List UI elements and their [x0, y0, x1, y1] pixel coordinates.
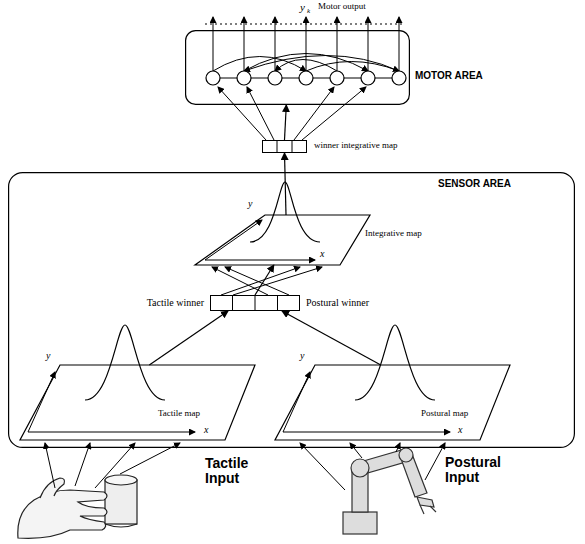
area-box-outline: [185, 30, 410, 105]
axis-label: y: [46, 350, 50, 361]
outline: [263, 141, 307, 153]
connector: [149, 311, 228, 365]
robot-arm-illustration: [343, 448, 436, 534]
activity-bump: [85, 182, 435, 400]
area-title: SENSOR AREA: [438, 178, 511, 189]
cell-divider: [292, 140, 293, 153]
winner-box-outline: [262, 140, 307, 153]
input-label: Tactile Input: [205, 456, 267, 487]
cell-divider: [277, 295, 278, 311]
outline: [186, 31, 410, 105]
connector: [255, 265, 274, 295]
box-label: winner integrative map: [314, 141, 397, 151]
cell-divider: [255, 295, 256, 311]
connector: [285, 105, 287, 140]
winner-box: Tactile winnerPostural winner: [210, 295, 300, 311]
connector: [282, 311, 381, 365]
map-axes: [28, 220, 450, 432]
map-plane-outline: [195, 215, 370, 265]
hand-illustration: [18, 475, 137, 538]
area-title: MOTOR AREA: [415, 70, 483, 81]
area-box: SENSOR AREA Integrative mapTactile winner…: [8, 172, 575, 448]
axis-label: x: [204, 424, 208, 435]
winner-label: Postural winner: [306, 297, 369, 308]
input-label: Postural Input: [445, 455, 517, 486]
map-plane-outline: [275, 365, 510, 440]
axis-label: x: [458, 424, 462, 435]
winner-box: winner integrative map: [262, 140, 307, 153]
signal-name: y: [300, 1, 305, 13]
input-arrows: [300, 443, 445, 490]
map-plane: Postural map: [275, 365, 510, 440]
map-plane: Tactile map: [20, 365, 255, 440]
map-label: Tactile map: [158, 409, 200, 419]
output-line: [205, 23, 405, 24]
outline: [9, 173, 575, 448]
input-arrows: [45, 443, 180, 488]
fan-arrows: [218, 87, 366, 140]
output-label: Motor output: [318, 2, 366, 12]
outline: [20, 365, 255, 440]
cell-divider: [277, 140, 278, 153]
fan-arrows: [212, 267, 322, 295]
motor-neurons: [206, 71, 406, 85]
connector: [285, 153, 287, 215]
axis-label: y: [300, 350, 304, 361]
map-plane-outline: [20, 365, 255, 440]
output-arrows: [213, 17, 399, 71]
axis-label: y: [248, 198, 252, 209]
map-label: Integrative map: [365, 229, 422, 239]
outline: [275, 365, 510, 440]
cell-divider: [232, 295, 233, 311]
area-box: MOTOR AREA: [185, 30, 410, 105]
outline: [195, 215, 370, 265]
winner-box-outline: [210, 295, 300, 311]
map-plane: Integrative map: [195, 215, 370, 265]
outline: [211, 296, 300, 311]
subscript: k: [307, 8, 310, 16]
winner-label: Tactile winner: [147, 297, 204, 308]
axis-label: x: [320, 248, 324, 259]
map-label: Postural map: [421, 409, 468, 419]
